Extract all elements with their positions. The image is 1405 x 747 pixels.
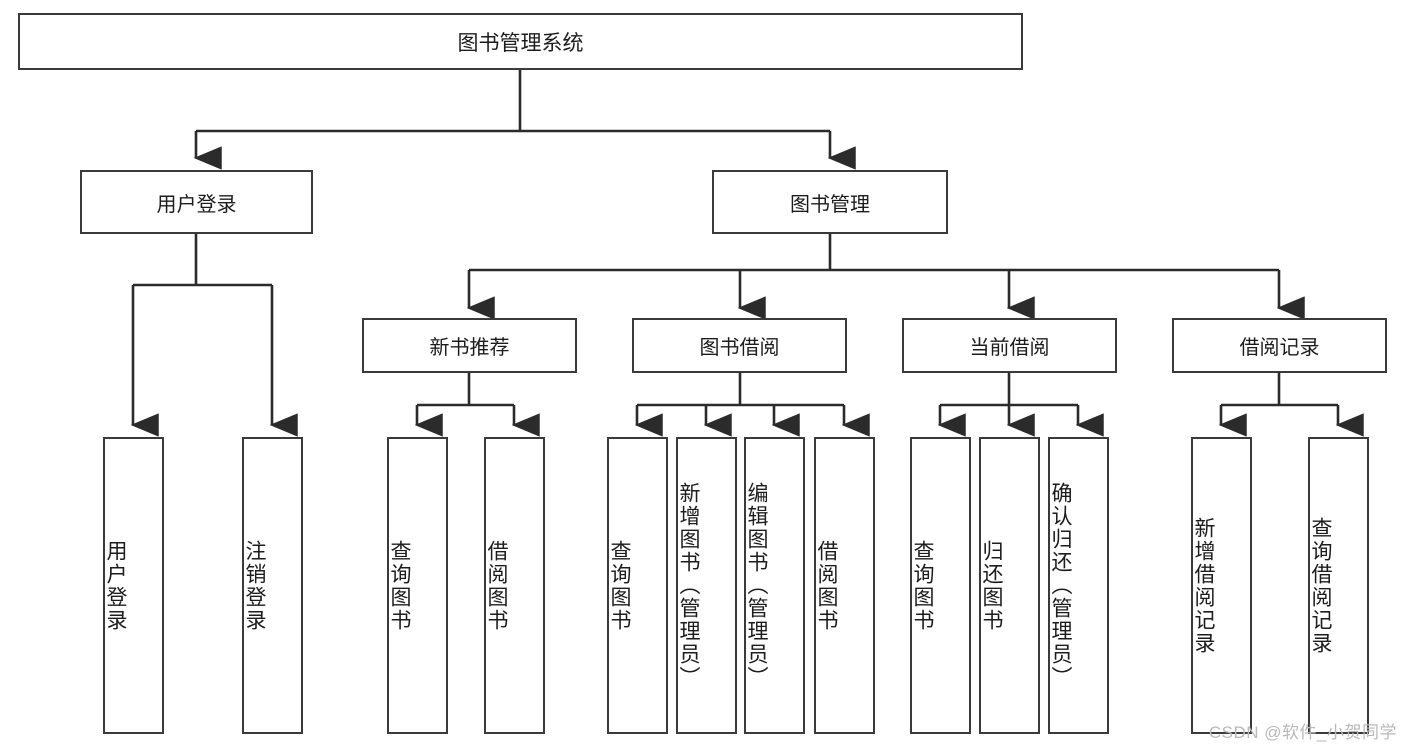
node-user-login[interactable]: 用户登录 <box>80 170 313 234</box>
node-borrow-record[interactable]: 借阅记录 <box>1172 318 1387 373</box>
node-label: 借阅记录 <box>1239 337 1320 359</box>
node-label: 查询图书 <box>911 539 934 632</box>
node-book-borrow[interactable]: 图书借阅 <box>632 318 847 373</box>
leaf-current-borrow-query[interactable]: 查询图书 <box>910 437 971 734</box>
leaf-new-book-query[interactable]: 查询图书 <box>387 437 448 734</box>
node-label: 编辑图书（管理员） <box>745 482 768 689</box>
leaf-book-borrow-borrow[interactable]: 借阅图书 <box>814 437 875 734</box>
node-label: 借阅图书 <box>815 539 838 632</box>
node-label: 图书借阅 <box>699 337 780 359</box>
node-label: 确认归还（管理员） <box>1049 482 1072 689</box>
node-label: 查询图书 <box>608 539 631 632</box>
node-label: 用户登录 <box>104 539 127 632</box>
node-label: 图书管理系统 <box>457 31 584 55</box>
node-label: 图书管理 <box>790 193 870 216</box>
node-label: 注销登录 <box>243 539 266 632</box>
node-label: 用户登录 <box>156 193 237 216</box>
node-label: 查询图书 <box>388 539 411 632</box>
node-label: 借阅图书 <box>485 539 508 632</box>
node-label: 新增借阅记录 <box>1192 516 1215 655</box>
leaf-book-borrow-add[interactable]: 新增图书（管理员） <box>676 437 737 734</box>
leaf-borrow-record-query[interactable]: 查询借阅记录 <box>1308 437 1369 734</box>
node-label: 查询借阅记录 <box>1309 516 1332 655</box>
node-new-book-recommend[interactable]: 新书推荐 <box>362 318 577 373</box>
leaf-current-borrow-return[interactable]: 归还图书 <box>979 437 1040 734</box>
node-label: 归还图书 <box>980 539 1003 632</box>
node-root-system[interactable]: 图书管理系统 <box>18 13 1023 70</box>
node-label: 新书推荐 <box>429 337 510 359</box>
leaf-book-borrow-edit[interactable]: 编辑图书（管理员） <box>744 437 805 734</box>
leaf-user-login-login[interactable]: 用户登录 <box>103 437 164 734</box>
node-book-management[interactable]: 图书管理 <box>712 170 948 234</box>
leaf-user-login-logout[interactable]: 注销登录 <box>242 437 303 734</box>
watermark: CSDN @软件_小贺同学 <box>1208 723 1397 742</box>
node-label: 新增图书（管理员） <box>677 482 700 689</box>
leaf-borrow-record-add[interactable]: 新增借阅记录 <box>1191 437 1252 734</box>
leaf-current-borrow-confirm-return[interactable]: 确认归还（管理员） <box>1048 437 1109 734</box>
node-label: 当前借阅 <box>969 337 1050 359</box>
leaf-book-borrow-query[interactable]: 查询图书 <box>607 437 668 734</box>
leaf-new-book-borrow[interactable]: 借阅图书 <box>484 437 545 734</box>
node-current-borrow[interactable]: 当前借阅 <box>902 318 1117 373</box>
